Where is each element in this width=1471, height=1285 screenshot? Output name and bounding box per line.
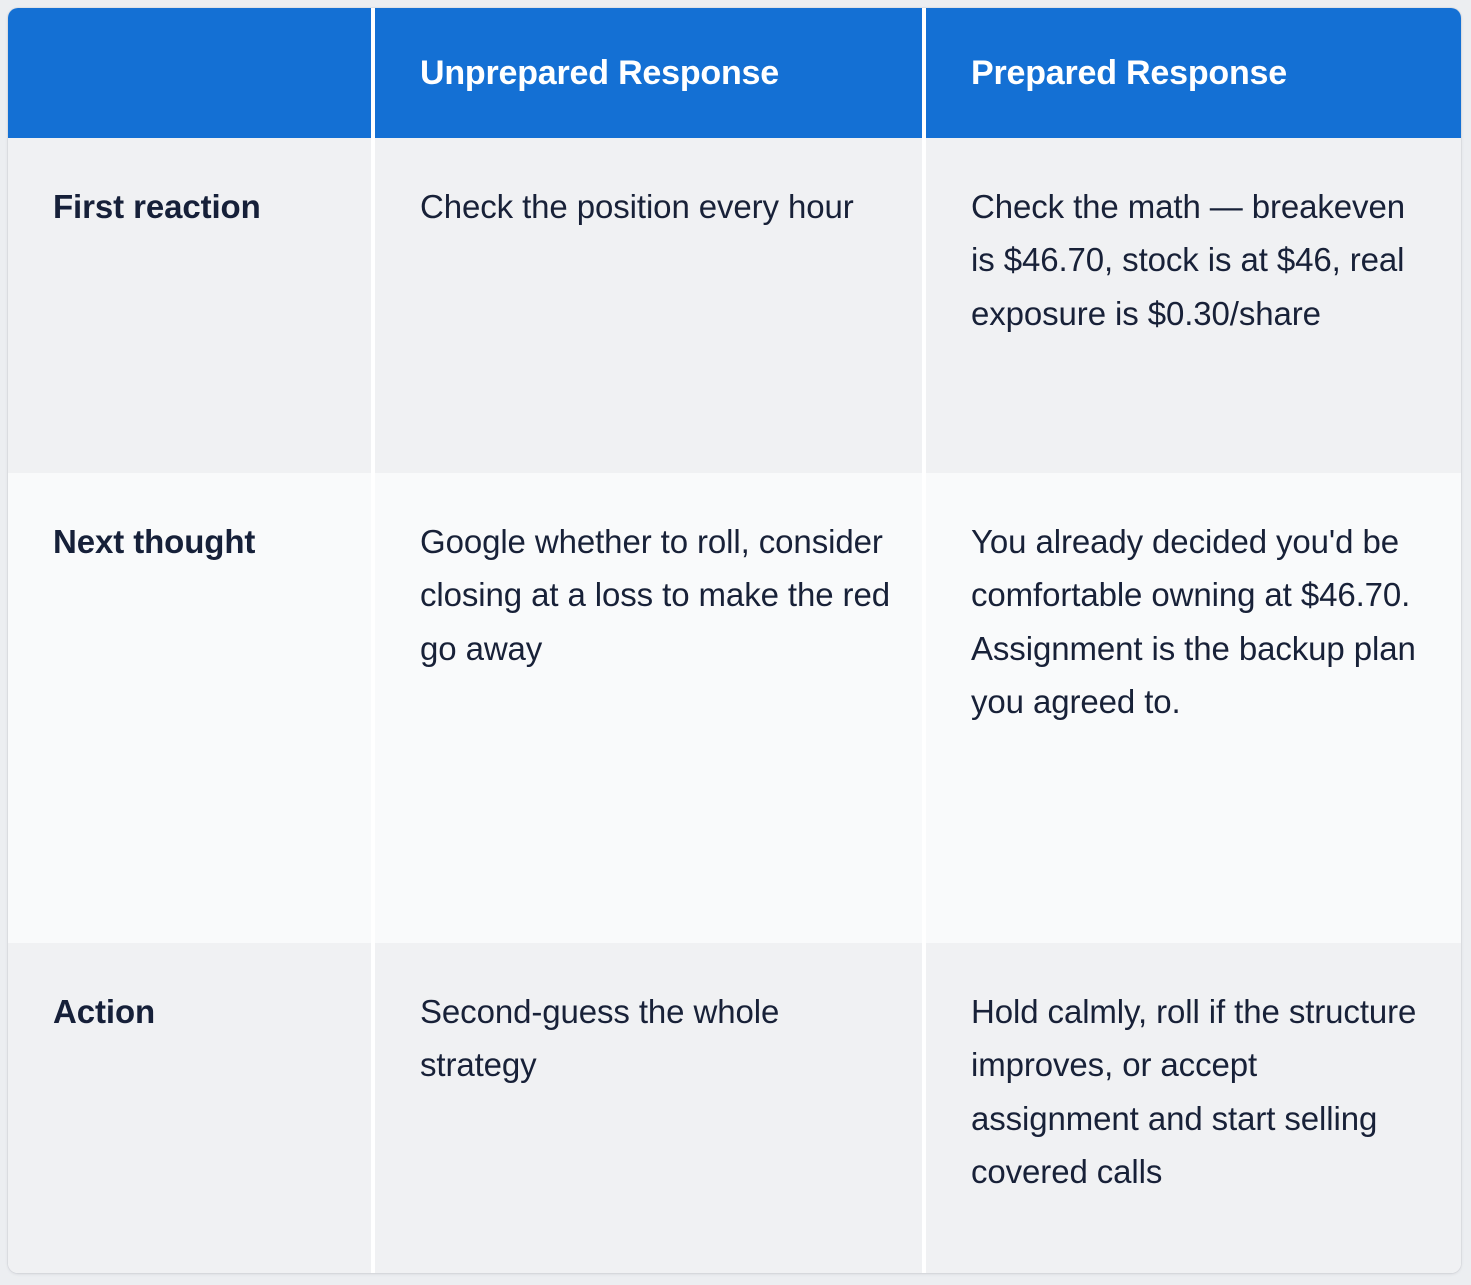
cell-first-reaction-prepared: Check the math — breakeven is $46.70, st… [924,138,1461,473]
row-label-first-reaction: First reaction [8,138,375,473]
row-label-action: Action [8,943,375,1273]
cell-action-unprepared: Second-guess the whole strategy [373,943,926,1273]
table-header-row: Unprepared Response Prepared Response [8,8,1461,138]
cell-next-thought-unprepared: Google whether to roll, consider closing… [373,473,926,943]
cell-first-reaction-unprepared: Check the position every hour [373,138,926,473]
table-body: First reaction Check the position every … [8,138,1461,1273]
column-header-prepared-response: Prepared Response [924,8,1461,138]
comparison-table: Unprepared Response Prepared Response Fi… [8,8,1461,1273]
table-row: Next thought Google whether to roll, con… [8,473,1461,943]
comparison-table-card: Unprepared Response Prepared Response Fi… [8,8,1461,1273]
row-label-next-thought: Next thought [8,473,375,943]
cell-next-thought-prepared: You already decided you'd be comfortable… [924,473,1461,943]
column-header-label [8,8,375,138]
table-header: Unprepared Response Prepared Response [8,8,1461,138]
table-row: Action Second-guess the whole strategy H… [8,943,1461,1273]
table-row: First reaction Check the position every … [8,138,1461,473]
column-header-unprepared-response: Unprepared Response [373,8,926,138]
cell-action-prepared: Hold calmly, roll if the structure impro… [924,943,1461,1273]
